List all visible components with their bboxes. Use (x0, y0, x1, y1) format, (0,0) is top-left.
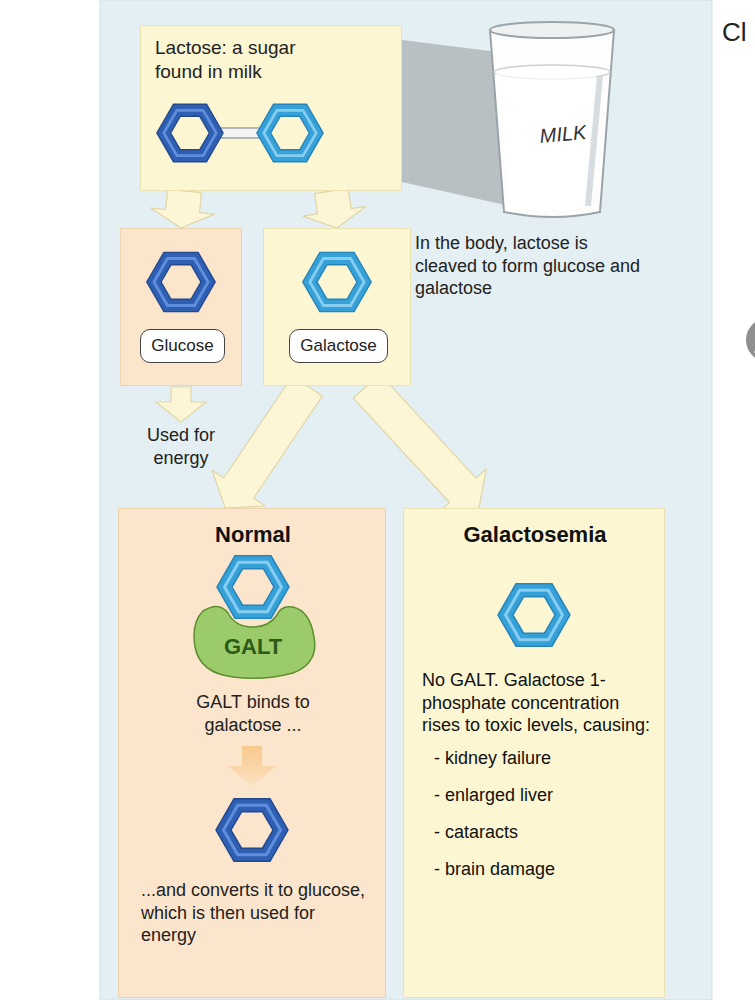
step-text: ...and converts it to glucose, which is … (141, 879, 367, 947)
flow-arrow (303, 188, 366, 228)
panel-heading: Normal (119, 521, 387, 549)
sugar-name: Glucose (151, 336, 213, 356)
symptom-item: - cataracts (434, 821, 654, 844)
product-box: Galactose (263, 228, 411, 386)
energy-arrow (156, 387, 206, 422)
panel-ground (100, 0, 712, 1000)
milk-glass (490, 22, 614, 217)
conversion-arrow (228, 746, 276, 786)
process-note: In the body, lactose is cleaved to form … (415, 232, 647, 300)
panel-heading: Galactosemia (404, 521, 666, 549)
sugar-label-pill: Glucose (140, 329, 225, 363)
source-box: Lactose: a sugar found in milk (140, 25, 402, 191)
symptom-intro: No GALT. Galactose 1-phosphate concentra… (422, 669, 652, 737)
product-box: Glucose (120, 228, 242, 386)
cut-off-text: Cl (722, 16, 747, 49)
flow-arrow (151, 189, 215, 228)
flow-arrow (353, 374, 486, 512)
sugar-name: Galactose (300, 336, 377, 356)
callout-wedge (402, 40, 510, 206)
glass-label: MILK (527, 119, 599, 150)
lactose-molecule (157, 104, 323, 161)
pencil-glyph (754, 336, 755, 356)
symptom-item: - enlarged liver (434, 784, 654, 807)
glucose-molecule (147, 252, 215, 311)
outcome-panel: NormalGALT binds to galactose ... ...and … (118, 508, 386, 998)
enzyme-shape: GALT (183, 551, 323, 681)
symptom-item: - brain damage (434, 858, 654, 881)
box-heading: Lactose: a sugar found in milk (155, 36, 335, 84)
outcome-panel: Galactosemia No GALT. Galactose 1-phospha… (403, 508, 665, 998)
symptom-item: - kidney failure (434, 747, 654, 770)
galactose-molecule (217, 556, 289, 618)
sugar-label-pill: Galactose (289, 329, 388, 363)
flow-arrow (212, 376, 322, 508)
galactose-molecule (303, 252, 371, 311)
pencil-icon (746, 318, 755, 362)
outcome-note: Used for energy (126, 424, 236, 469)
enzyme-name: GALT (183, 633, 323, 661)
glucose-molecule (216, 799, 288, 861)
galactose-molecule (498, 584, 570, 646)
step-text: GALT binds to galactose ... (163, 691, 343, 736)
enzyme-outline (183, 551, 323, 681)
